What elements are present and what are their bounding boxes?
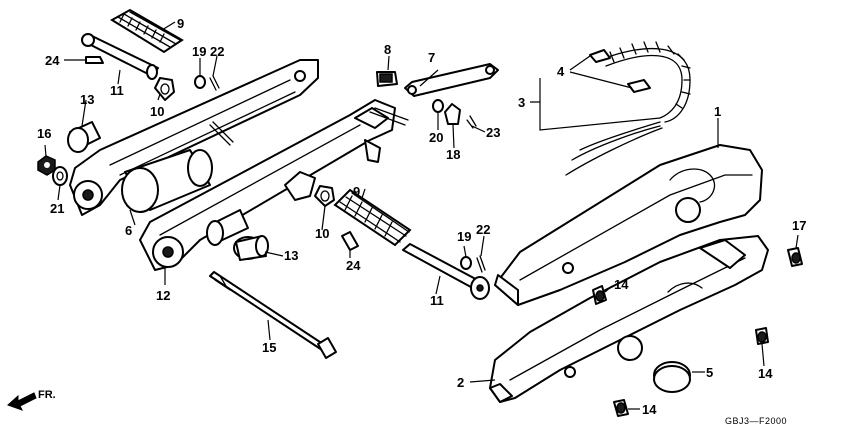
front-arrow-icon — [7, 392, 37, 411]
callout-10-lower: 10 — [315, 226, 329, 241]
callout-11-lower: 11 — [430, 293, 444, 308]
washer-19-upper — [194, 75, 206, 89]
washer-19-lower — [460, 256, 472, 270]
bolt-14-b — [755, 327, 769, 345]
diagram-code: GBJ3—F2000 — [725, 416, 787, 426]
chain-case-lower — [489, 235, 769, 403]
callout-13-upper: 13 — [80, 92, 94, 107]
callout-12: 12 — [156, 288, 170, 303]
pin-24-upper — [85, 56, 104, 64]
callout-9-lower: 9 — [353, 184, 360, 199]
callout-1: 1 — [714, 104, 721, 119]
washer-20 — [432, 99, 444, 113]
callout-22-upper: 22 — [210, 44, 224, 59]
cap-5 — [653, 361, 691, 393]
bolt-14-c — [613, 399, 629, 417]
long-bolt-15 — [209, 271, 337, 359]
callout-18: 18 — [446, 147, 460, 162]
footrest-grip-upper — [110, 8, 184, 54]
callout-2: 2 — [457, 375, 464, 390]
callout-6: 6 — [125, 223, 132, 238]
callout-4: 4 — [557, 64, 565, 79]
callout-23: 23 — [486, 125, 500, 140]
washer-10-upper — [154, 77, 175, 101]
callout-15: 15 — [262, 340, 276, 355]
front-direction-indicator: FR. — [7, 389, 56, 411]
callout-11-upper: 11 — [110, 83, 124, 98]
callout-3: 3 — [518, 95, 525, 110]
callout-16: 16 — [37, 126, 51, 141]
footrest-bar-lower — [402, 243, 490, 300]
swingarm-lower-plate — [139, 99, 409, 271]
washer-10-lower — [314, 185, 335, 207]
collar-upper — [67, 121, 101, 153]
callout-10-upper: 10 — [150, 104, 164, 119]
callout-14-b: 14 — [758, 366, 773, 381]
nut-16 — [37, 155, 56, 176]
callout-7: 7 — [428, 50, 435, 65]
callout-19-upper: 19 — [192, 44, 206, 59]
callout-9-upper: 9 — [177, 16, 184, 31]
footrest-grip-lower — [333, 188, 412, 247]
footrest-bar-upper — [81, 33, 159, 80]
callout-14-c: 14 — [642, 402, 657, 417]
callout-5: 5 — [706, 365, 713, 380]
pivot-cross-tube — [121, 149, 249, 246]
callout-21: 21 — [50, 201, 64, 216]
footrest-bracket — [284, 171, 316, 201]
cotter-22-lower — [476, 255, 486, 273]
chain-case-upper — [494, 144, 763, 306]
cotter-23 — [466, 115, 477, 129]
callout-labels: 1 2 3 4 5 6 7 8 9 9 10 10 11 11 12 13 13… — [37, 16, 806, 417]
callout-22-lower: 22 — [476, 222, 490, 237]
collar-lower — [233, 235, 269, 261]
leader-lines — [44, 21, 799, 410]
callout-8: 8 — [384, 42, 391, 57]
callout-19-lower: 19 — [457, 229, 471, 244]
link-arm-7 — [404, 63, 499, 97]
callout-24-upper: 24 — [45, 53, 60, 68]
collar-18 — [444, 103, 461, 125]
callout-24-lower: 24 — [346, 258, 361, 273]
cotter-22-upper — [209, 75, 220, 91]
callout-17: 17 — [792, 218, 806, 233]
drive-chain — [565, 41, 691, 176]
adjuster-8 — [376, 71, 398, 87]
callout-20: 20 — [429, 130, 443, 145]
washer-21 — [52, 166, 68, 186]
swingarm-upper-plate — [69, 59, 319, 216]
pin-24-lower — [341, 231, 359, 251]
callout-13-lower: 13 — [284, 248, 298, 263]
front-direction-label: FR. — [38, 389, 56, 401]
bolt-14-a — [592, 285, 607, 305]
callout-14-a: 14 — [614, 277, 629, 292]
bolt-17 — [787, 247, 803, 267]
